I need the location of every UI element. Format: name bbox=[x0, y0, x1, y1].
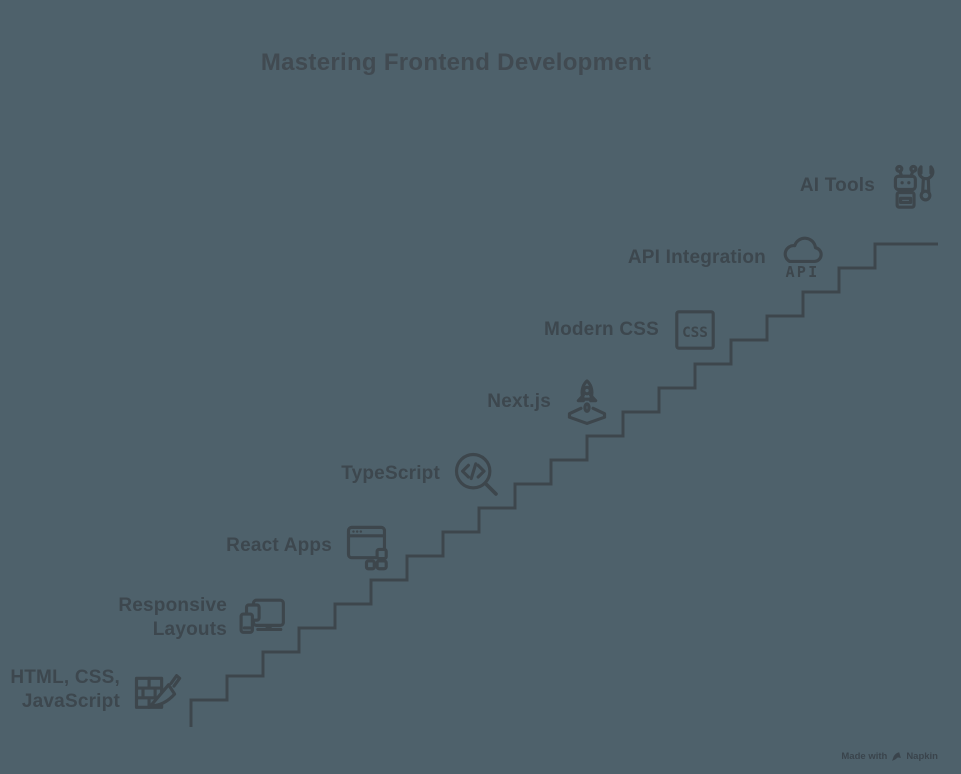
bricks-trowel-icon bbox=[130, 664, 182, 716]
step-label: Responsive Layouts bbox=[118, 595, 227, 640]
page-title: Mastering Frontend Development bbox=[260, 49, 652, 76]
responsive-devices-icon bbox=[237, 592, 289, 644]
api-cloud-icon: API bbox=[776, 232, 828, 284]
api-icon-text: API bbox=[785, 263, 819, 281]
step-row-html-css-js: HTML, CSS, JavaScript bbox=[10, 664, 182, 716]
step-row-nextjs: Next.js bbox=[487, 376, 613, 428]
step-label: AI Tools bbox=[799, 175, 875, 197]
step-label: HTML, CSS, JavaScript bbox=[10, 667, 120, 712]
step-label: TypeScript bbox=[341, 463, 440, 485]
napkin-logo-icon bbox=[892, 752, 902, 761]
css-box-icon: CSS bbox=[669, 304, 721, 356]
step-label: React Apps bbox=[226, 535, 332, 557]
made-with-napkin-badge: Made with Napkin bbox=[841, 751, 938, 762]
step-row-responsive-layouts: Responsive Layouts bbox=[118, 592, 289, 644]
browser-components-icon bbox=[342, 520, 394, 572]
step-row-api-integration: API Integration API bbox=[628, 232, 828, 284]
made-with-text: Made with bbox=[841, 751, 888, 762]
step-row-modern-css: Modern CSS CSS bbox=[544, 304, 721, 356]
step-label: Next.js bbox=[487, 391, 551, 413]
brand-text: Napkin bbox=[906, 751, 938, 762]
step-row-ai-tools: AI Tools bbox=[800, 160, 937, 212]
css-icon-text: CSS bbox=[682, 325, 708, 341]
robot-wrench-icon bbox=[885, 160, 937, 212]
rocket-launch-icon bbox=[561, 376, 613, 428]
step-label: API Integration bbox=[627, 247, 766, 269]
step-label: Modern CSS bbox=[544, 319, 659, 341]
code-search-icon bbox=[450, 448, 502, 500]
step-row-react-apps: React Apps bbox=[226, 520, 394, 572]
step-row-typescript: TypeScript bbox=[341, 448, 502, 500]
